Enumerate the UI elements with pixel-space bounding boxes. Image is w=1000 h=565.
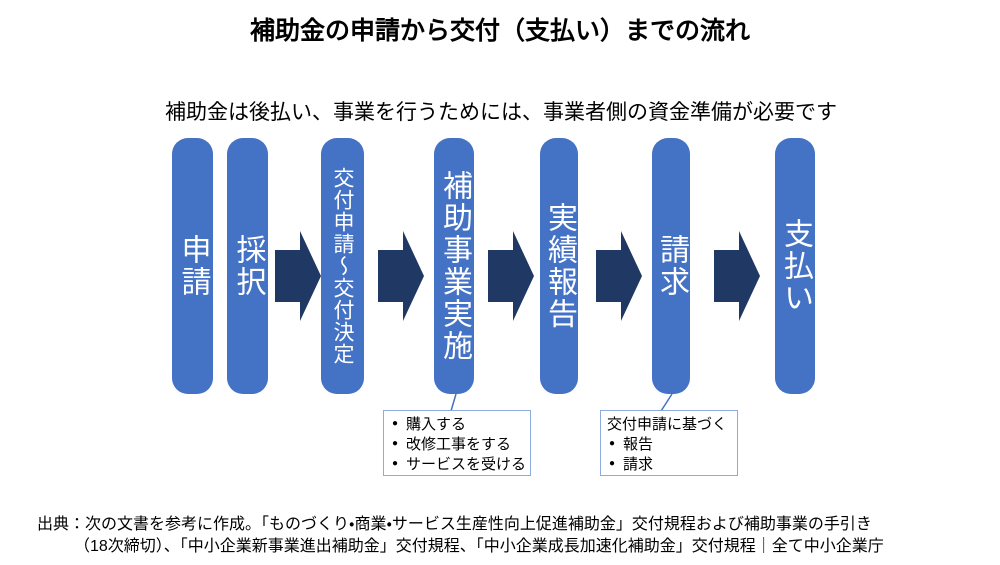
bullet-icon: ● [392,417,399,429]
connector-line [450,393,457,412]
note-item: ● 報告 [606,433,732,453]
flow-step-label: 請求 [655,234,688,298]
flow-step-payment: 支払い [775,138,815,394]
connector-line [660,393,673,412]
flow-step-label: 交付申請～交付決定 [331,167,354,365]
page-title: 補助金の申請から交付（支払い）までの流れ [249,17,750,45]
note-title-row: 交付申請に基づく [606,413,732,433]
source-line-2: （18次締切）、「中小企業新事業進出補助金」交付規程、「中小企業成長加速化補助金… [74,538,884,555]
note-item-label: サービスを受ける [406,455,527,473]
flow-step-invoice: 請求 [652,138,690,394]
note-item: ● サービスを受ける [389,453,527,473]
note-item-label: 購入する [406,415,467,433]
flow-step-label: 支払い [779,218,812,314]
right-arrow-icon [596,231,642,321]
bullet-icon: ● [609,437,616,449]
note-title-label: 交付申請に基づく [607,415,728,433]
note-item-label: 請求 [623,455,654,473]
note-based-on-grant-application: 交付申請に基づく ● 報告 ● 請求 [600,410,738,476]
bullet-icon: ● [609,457,616,469]
right-arrow-icon [488,231,534,321]
bullet-icon: ● [392,437,399,449]
source-line-1: 出典：次の文書を参考に作成。「ものづくり・商業・サービス生産性向上促進補助金」交… [37,516,872,533]
note-implementation-examples: ● 購入する ● 改修工事をする ● サービスを受ける [383,410,531,476]
flow-step-project-implementation: 補助事業実施 [434,138,474,394]
note-item-label: 改修工事をする [406,435,512,453]
flow-step-label: 補助事業実施 [438,170,471,362]
flow-step-application: 申請 [172,138,213,394]
right-arrow-icon [378,231,424,321]
subtitle: 補助金は後払い、事業を行うためには、事業者側の資金準備が必要です [165,101,837,124]
right-arrow-icon [714,231,760,321]
flow-step-label: 採択 [231,234,265,298]
flow-step-label: 実績報告 [543,202,576,330]
flow-step-performance-report: 実績報告 [540,138,578,394]
note-item: ● 改修工事をする [389,433,525,453]
note-item: ● 購入する [389,413,525,433]
right-arrow-icon [275,231,321,321]
bullet-icon: ● [392,457,399,469]
flow-step-adoption: 採択 [227,138,268,394]
note-item-label: 報告 [623,435,654,453]
note-item: ● 請求 [606,453,732,473]
flow-step-grant-application-to-decision: 交付申請～交付決定 [321,138,364,394]
flow-step-label: 申請 [176,234,210,298]
